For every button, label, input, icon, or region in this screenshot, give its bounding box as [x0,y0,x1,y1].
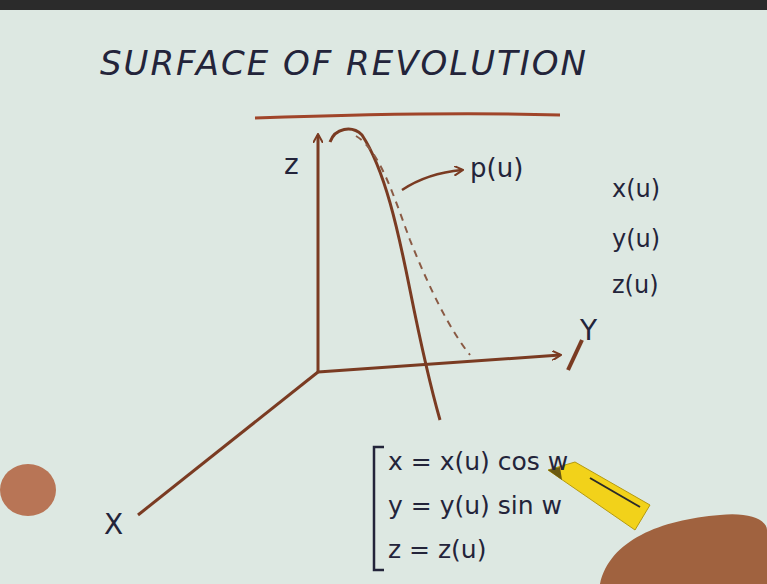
title-text: SURFACE OF REVOLUTION [100,45,588,82]
leader-arrow [402,170,462,190]
marker-stripe [590,478,640,507]
hand [600,514,767,584]
curve-label: p(u) [470,154,523,183]
axis-mark [568,340,582,370]
coordinate-function: z(u) [612,272,659,298]
revolved-curve [356,136,470,355]
x-axis [138,372,318,515]
title-underline [255,114,560,118]
coordinate-function: y(u) [612,226,660,252]
equation: z = z(u) [388,536,486,564]
y-axis [318,355,560,372]
thumb [0,464,56,516]
axis-label: z [284,150,299,181]
profile-curve [330,129,440,420]
z-axis [317,135,320,372]
bracket [374,447,384,570]
top-bar [0,0,767,10]
axis-label: X [104,510,123,541]
equation: y = y(u) sin w [388,492,562,520]
axis-label: Y [580,316,597,347]
coordinate-function: x(u) [612,176,660,202]
equation: x = x(u) cos w [388,448,568,476]
